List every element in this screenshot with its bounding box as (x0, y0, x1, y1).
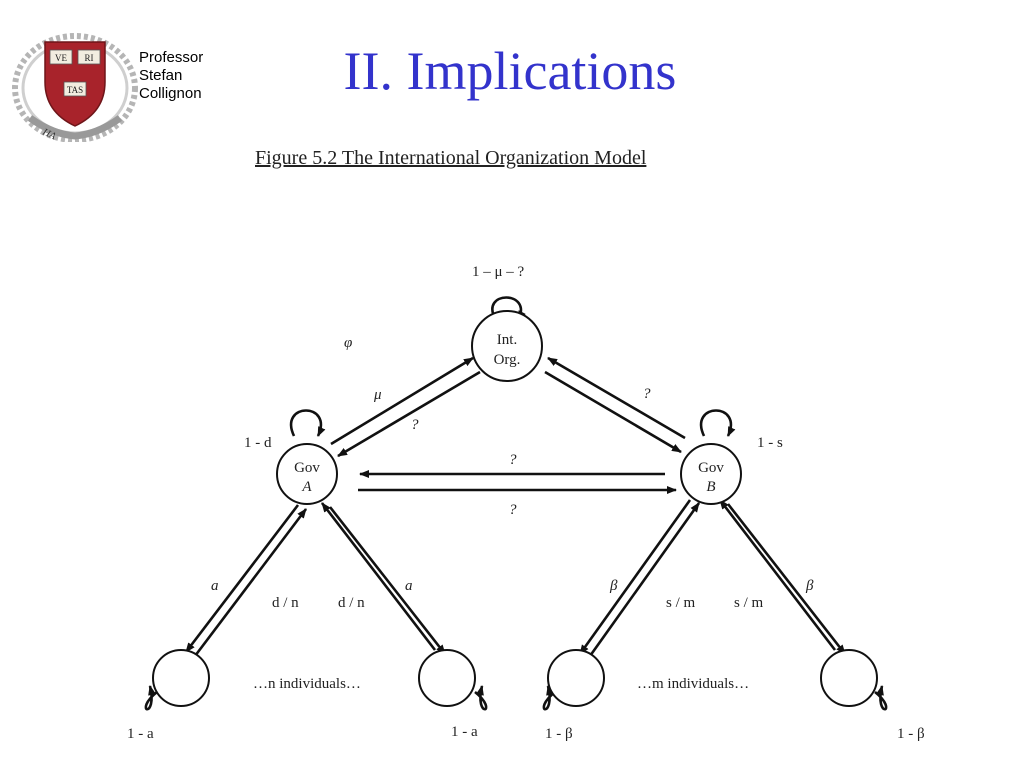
arrow-intorg-to-gov-b (544, 370, 682, 454)
node-gov-a (276, 443, 338, 505)
label-mu: μ (373, 387, 382, 403)
self-loop-indiv-b1 (542, 685, 556, 711)
label-one-minus-beta-left: 1 - β (545, 726, 573, 742)
crest-text-tas: TAS (67, 85, 83, 95)
author-line: Stefan (139, 67, 183, 84)
label-n-individuals: …n individuals… (253, 676, 361, 692)
label-beta-right: β (805, 578, 814, 594)
label-one-minus-d: 1 - d (244, 435, 272, 451)
node-gov-b-line2: B (706, 479, 715, 495)
crest-text-ri: RI (85, 53, 94, 63)
label-q-intorg-to-gova: ? (411, 417, 419, 433)
node-individual-a2 (418, 649, 476, 707)
label-s-over-m-left: s / m (666, 595, 696, 611)
self-loop-gova (290, 409, 326, 437)
arrow-indiv-a2-to-gova (320, 502, 437, 651)
label-one-minus-beta-right: 1 - β (897, 726, 925, 742)
label-a-right: a (405, 578, 413, 594)
self-loop-gov-b (700, 409, 736, 437)
author-line: Professor (139, 49, 204, 66)
node-gov-a-line1: Gov (294, 460, 320, 476)
label-intorg-self-loop: 1 – μ – ? (472, 264, 525, 280)
self-loop-indiv-a1 (144, 685, 158, 711)
self-loop-intorg (491, 296, 526, 321)
node-gov-b-line1: Gov (698, 460, 724, 476)
node-int-org-line1: Int. (497, 332, 517, 348)
arrow-gova-to-indiv-a1 (184, 504, 300, 653)
node-individual-b2 (820, 649, 878, 707)
label-q-intorg-gov-b: ? (643, 386, 651, 402)
author-name: Professor Stefan Collignon (139, 49, 203, 103)
arrow-gova-to-intorg (330, 356, 474, 446)
self-loop-indiv-a2 (474, 685, 488, 711)
author-line: Collignon (139, 85, 202, 102)
arrow-indiv-a1-to-gova (193, 508, 308, 657)
harvard-crest-logo: VE RI TAS HA (12, 33, 138, 142)
label-m-individuals: …m individuals… (637, 676, 749, 692)
arrow-indiv-b2-to-gov-b (718, 499, 837, 651)
label-q-gova-to-gov-b: ? (509, 502, 517, 518)
node-int-org-line2: Org. (494, 352, 521, 368)
label-one-minus-a-left: 1 - a (127, 726, 154, 742)
arrow-gov-b-to-indiv-b2 (726, 503, 847, 655)
crest-text-ve: VE (55, 53, 67, 63)
label-one-minus-a-right: 1 - a (451, 724, 478, 740)
label-phi: φ (344, 335, 352, 351)
label-one-minus-s: 1 - s (757, 435, 783, 451)
node-individual-a1 (152, 649, 210, 707)
self-loop-indiv-b2 (874, 685, 888, 711)
label-d-over-n-right: d / n (338, 595, 365, 611)
label-beta-left: β (609, 578, 618, 594)
arrow-gov-b-to-indiv-b1 (578, 499, 692, 655)
figure-caption: Figure 5.2 The International Organizatio… (255, 147, 647, 169)
label-q-gov-b-to-gova: ? (509, 452, 517, 468)
label-a-left: a (211, 578, 219, 594)
label-d-over-n-left: d / n (272, 595, 299, 611)
arrow-indiv-b1-to-gov-b (588, 502, 701, 657)
label-s-over-m-right: s / m (734, 595, 764, 611)
arrow-gova-to-indiv-a2 (328, 506, 447, 655)
arrow-intorg-to-gova (337, 370, 481, 458)
crest-banner-text: HA (40, 126, 58, 142)
slide-title: II. Implications (343, 41, 677, 101)
node-gov-a-line2: A (301, 479, 312, 495)
node-int-org (471, 310, 543, 382)
node-individual-b1 (547, 649, 605, 707)
arrow-gov-b-to-intorg (547, 356, 686, 440)
node-gov-b (680, 443, 742, 505)
